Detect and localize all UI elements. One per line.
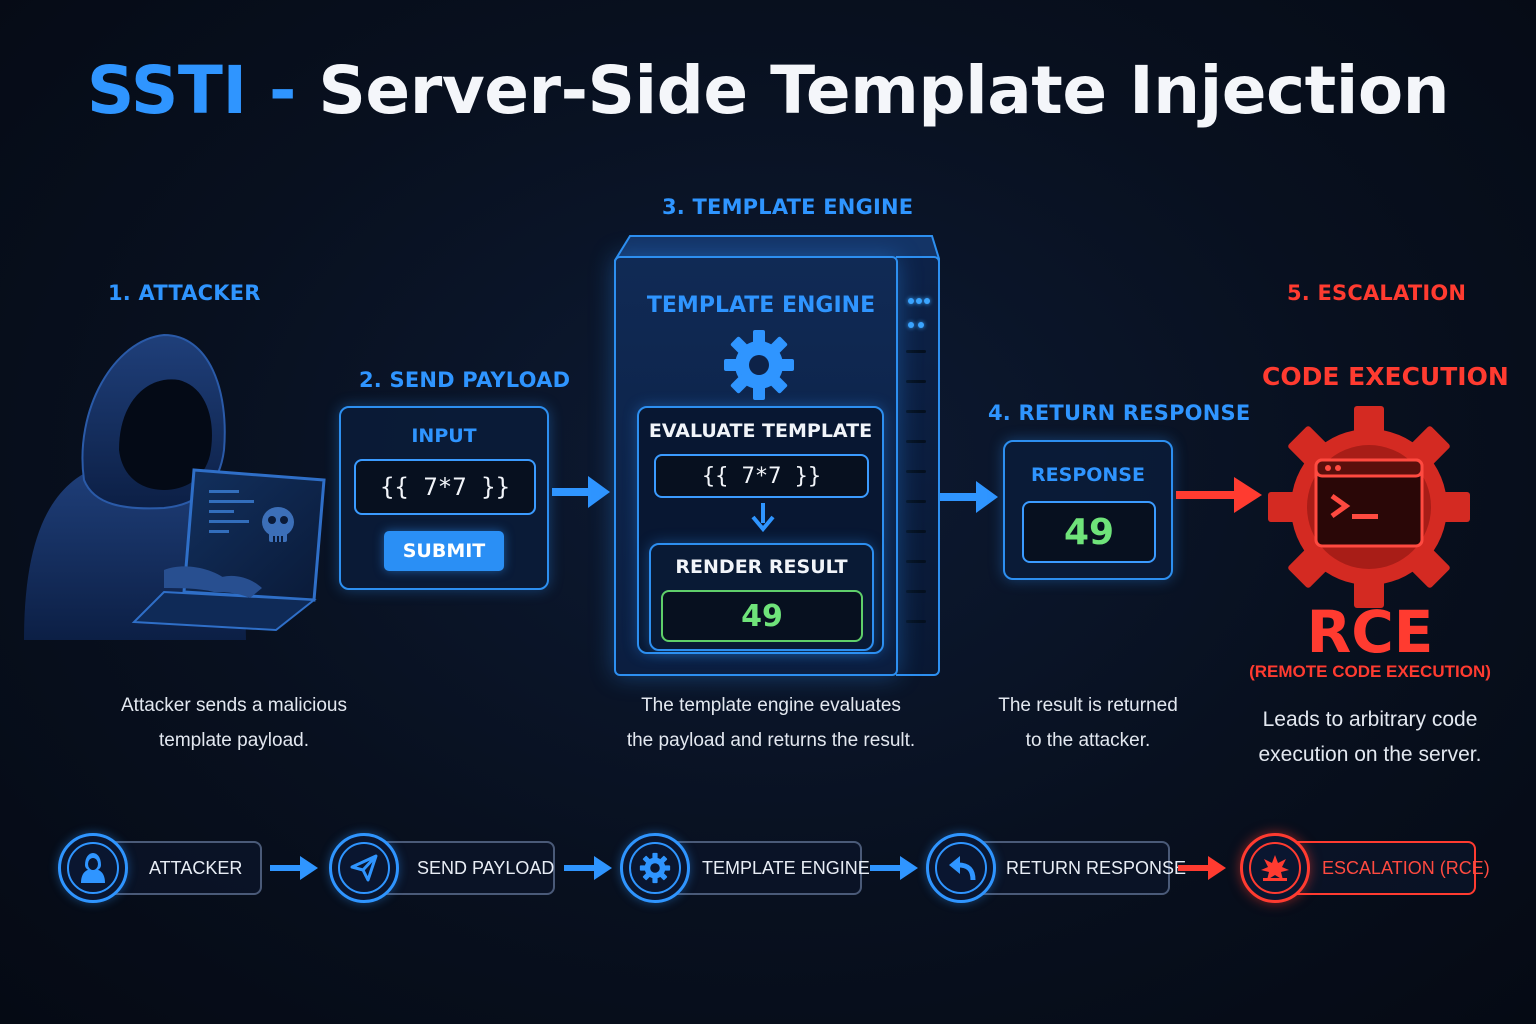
code-execution-heading: CODE EXECUTION — [1262, 362, 1509, 391]
caption-line: the payload and returns the result. — [626, 730, 916, 751]
flow-arrow-red-icon — [1178, 856, 1226, 880]
input-panel-title: INPUT — [411, 425, 477, 447]
template-engine-box: TEMPLATE ENGINE EVALUATE TEMPLATE {{ 7*7… — [614, 256, 898, 676]
reply-icon — [949, 856, 976, 881]
response-value: 49 — [1022, 501, 1156, 563]
flow-arrow-icon — [870, 856, 918, 880]
title-acronym: SSTI — [86, 52, 247, 129]
flow-circle — [58, 833, 128, 903]
caption-line: The result is returned — [998, 695, 1178, 716]
caption-line: The template engine evaluates — [641, 695, 901, 716]
gear-terminal-icon — [1268, 406, 1470, 608]
flow-item-label: ATTACKER — [149, 857, 243, 878]
caption-line: Leads to arbitrary code — [1262, 708, 1478, 731]
escalation-arrow-icon — [1176, 477, 1262, 513]
step-5-label: 5. ESCALATION — [1287, 281, 1467, 305]
payload-input[interactable]: {{ 7*7 }} — [354, 459, 536, 515]
explosion-icon — [1261, 855, 1289, 881]
arrow-down-icon — [751, 503, 775, 533]
step-2-label: 2. SEND PAYLOAD — [359, 368, 571, 392]
flow-circle — [620, 833, 690, 903]
step-3-label: 3. TEMPLATE ENGINE — [662, 195, 914, 219]
gear-icon — [639, 852, 671, 884]
step-4-label: 4. RETURN RESPONSE — [988, 401, 1251, 425]
flow-item-return-response: RETURN RESPONSE — [960, 841, 1186, 895]
flow-circle — [926, 833, 996, 903]
step-1-label: 1. ATTACKER — [108, 281, 261, 305]
flow-item-label: TEMPLATE ENGINE — [702, 857, 870, 878]
step-4-caption: The result is returned to the attacker. — [962, 688, 1214, 758]
flow-arrow-icon — [270, 856, 318, 880]
response-panel: RESPONSE 49 — [1003, 440, 1173, 580]
render-result-panel: RENDER RESULT 49 — [649, 543, 874, 651]
flow-item-escalation: ESCALATION (RCE) — [1274, 841, 1490, 895]
evaluate-title: EVALUATE TEMPLATE — [648, 420, 873, 442]
caption-line: execution on the server. — [1258, 743, 1482, 766]
flow-circle — [329, 833, 399, 903]
flow-arrow-icon — [552, 476, 610, 508]
flow-item-label: RETURN RESPONSE — [1006, 857, 1187, 878]
engine-box-side — [896, 256, 940, 676]
flow-arrow-icon — [940, 481, 998, 513]
caption-line: to the attacker. — [1025, 730, 1151, 751]
step-1-caption: Attacker sends a malicious template payl… — [84, 688, 384, 758]
caption-line: Attacker sends a malicious — [121, 695, 347, 716]
flow-arrow-icon — [564, 856, 612, 880]
render-result-value: 49 — [661, 590, 863, 642]
hacker-illustration-icon — [24, 333, 326, 640]
flow-item-label: ESCALATION (RCE) — [1322, 857, 1490, 878]
input-panel: INPUT {{ 7*7 }} SUBMIT — [339, 406, 549, 590]
step-3-caption: The template engine evaluates the payloa… — [596, 688, 946, 758]
render-title: RENDER RESULT — [675, 556, 848, 578]
submit-button[interactable]: SUBMIT — [384, 531, 504, 571]
step-5-caption: Leads to arbitrary code execution on the… — [1230, 702, 1510, 772]
evaluate-template-field: {{ 7*7 }} — [654, 454, 869, 498]
flow-item-label: SEND PAYLOAD — [417, 857, 555, 878]
response-panel-title: RESPONSE — [1031, 464, 1145, 486]
engine-title: TEMPLATE ENGINE — [646, 293, 876, 318]
user-icon — [81, 853, 105, 883]
title-main: Server-Side Template Injection — [318, 52, 1450, 129]
page-title: SSTI - Server-Side Template Injection — [0, 52, 1536, 129]
rce-subtitle: (REMOTE CODE EXECUTION) — [1249, 662, 1491, 681]
gear-icon — [724, 330, 794, 400]
title-dash: - — [269, 52, 296, 129]
flow-circle — [1240, 833, 1310, 903]
caption-line: template payload. — [159, 730, 309, 751]
rce-label: RCE — [1306, 598, 1434, 666]
paper-plane-icon — [350, 854, 378, 882]
